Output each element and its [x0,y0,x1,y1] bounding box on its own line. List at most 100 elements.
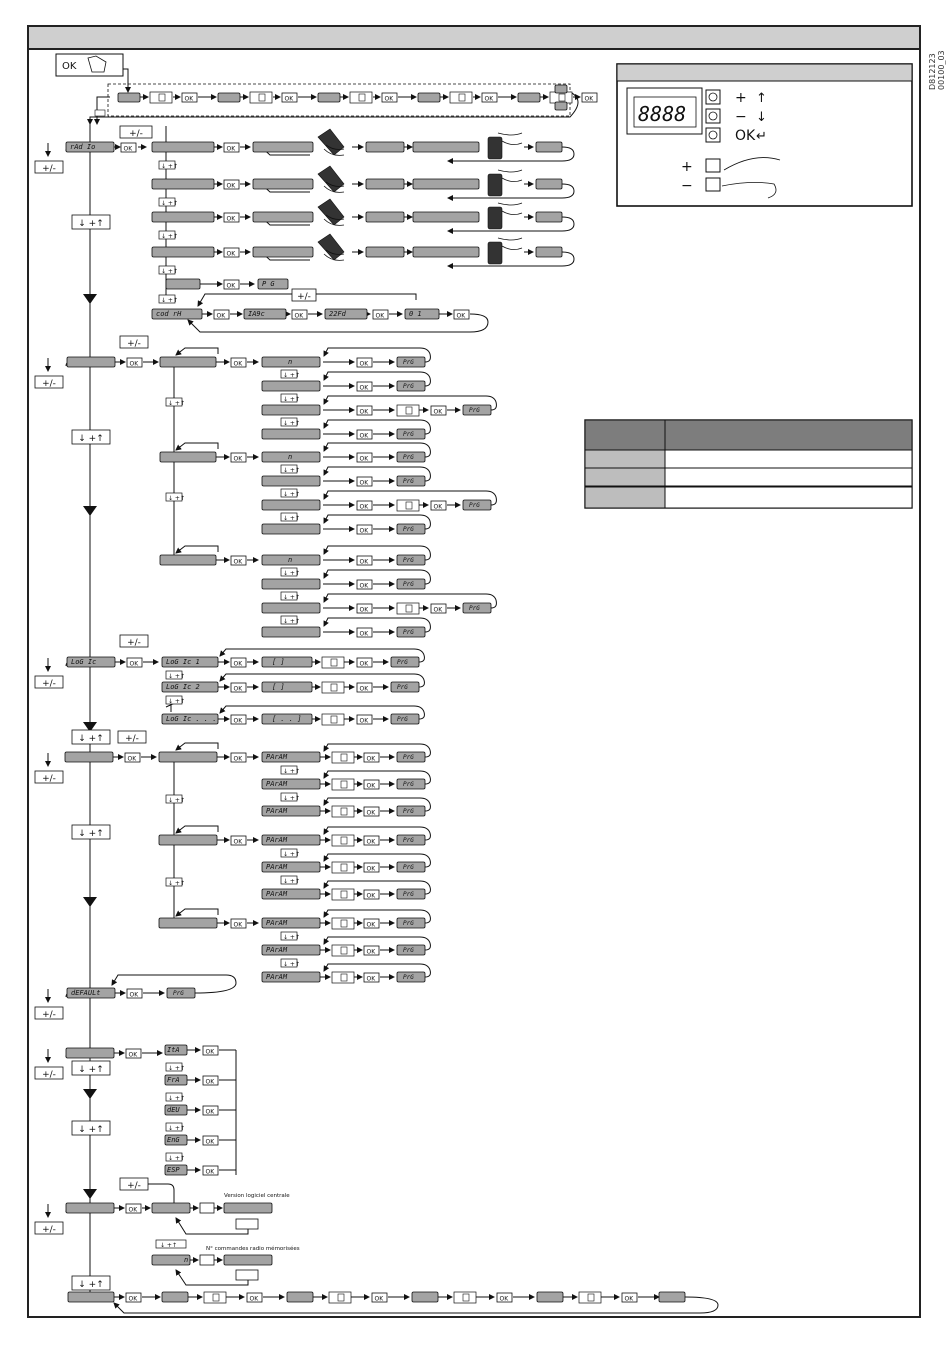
param-value-box [261,751,321,763]
info-blank-key [199,1202,215,1214]
prg-box [396,888,426,900]
mini-display-icon [331,751,355,764]
n-value-box-label: n [288,453,292,461]
remote-control-icon [317,198,345,226]
ok-key [356,524,373,535]
ok-key [202,1105,219,1116]
ok-key-label: OK [234,456,244,463]
keypad-button-circle [708,111,718,121]
plus-minus-key [34,675,64,689]
n-value-box [261,578,321,590]
nav-keys-small [280,591,298,601]
param-value-box [261,805,321,817]
nav-keys-small [165,1152,183,1162]
menu-language-entry [65,1047,115,1059]
mini-display-digits [405,406,413,415]
param-value-box [261,888,321,900]
keypad-minus-legend: − [681,178,693,194]
nav-keys-small-label: ↓ +↑ [168,1155,185,1162]
ok-key [230,452,247,463]
return-loop [323,371,431,387]
ok-key [363,918,380,929]
n-value-box [261,523,321,535]
return-loop [113,1296,719,1314]
ok-key-label: OK [206,1109,216,1116]
param-value-box [261,861,321,873]
keypad-plus-button [705,89,721,105]
nav-keys-small [280,369,298,379]
n-value-box [261,356,321,368]
prg-box [390,713,420,725]
ok-key-label: OK [360,528,370,535]
nav-keys-small-label: ↓ +↑ [168,673,185,680]
bottom-step-box [411,1291,439,1303]
nav-keys-small-label: ↓ +↑ [283,768,300,775]
n-value-box [261,554,321,566]
n-value-box [261,404,321,416]
ok-key [230,555,247,566]
return-loop [111,974,237,994]
return-loop [323,880,431,895]
mini-display-icon [328,1291,352,1304]
ok-key [356,381,373,392]
plus-minus-label: +/- [42,774,56,784]
down-up-key [71,214,111,230]
entry-ok-key [55,53,124,77]
plus-minus-label: +/- [42,379,56,389]
ok-key [223,179,240,190]
table-key-cell [584,486,666,509]
mini-display-digits [340,973,348,982]
ok-key [230,682,247,693]
nav-keys-small-label: ↓ +↑ [283,491,300,498]
return-loop [323,545,431,561]
password-digit-box [217,92,241,103]
plus-minus-label: +/- [42,1225,56,1235]
ok-key-label: OK [360,686,370,693]
prg-box [396,578,426,590]
ok-key-label: OK [206,1049,216,1056]
ok-key-label: OK [367,756,377,763]
nav-keys-small-label: ↓ +↑ [168,400,185,407]
plus-minus-key [34,1066,64,1080]
ok-key-label: OK [457,313,467,320]
radio-step-box [412,141,480,153]
prg-box-label: PrG [403,526,414,533]
ok-key [356,500,373,511]
ok-key [363,945,380,956]
ok-key [223,279,240,290]
return-loop [323,617,431,633]
ok-key [202,1075,219,1086]
prg-box-label: PrG [403,431,414,438]
down-up-label: ↓ +↑ [78,219,103,229]
prg-box-label: PrG [403,557,414,564]
radio-code-1-label: IA9c [248,310,265,318]
menu-info-entry [65,1202,115,1214]
down-up-key [71,1120,111,1136]
mini-display-icon [321,656,345,669]
ok-key-label: OK [227,183,237,190]
return-loop [323,442,431,458]
param-value-box-label: PArAM [266,946,288,954]
nav-keys-small [165,492,183,502]
prg-box [396,626,426,638]
prg-box [396,523,426,535]
prg-box [396,751,426,763]
ok-key [363,862,380,873]
remote-control-icon [317,165,345,193]
nav-keys-small-label: ↓ +↑ [168,1065,185,1072]
ok-key-label: OK [124,146,134,153]
n-value-box [261,626,321,638]
ok-key-label: OK [250,1296,260,1303]
ok-key [496,1292,513,1303]
ok-key-label: OK [295,313,305,320]
nav-keys-small [280,512,298,522]
mini-display-digits [340,753,348,762]
ok-key [230,657,247,668]
return-loop [148,1183,175,1203]
down-up-key [71,1060,111,1076]
prg-box-label: PrG [403,454,414,461]
ok-key-label: OK [234,686,244,693]
nav-keys-small [280,875,298,885]
nav-keys-small-label: ↓ +↑ [283,934,300,941]
